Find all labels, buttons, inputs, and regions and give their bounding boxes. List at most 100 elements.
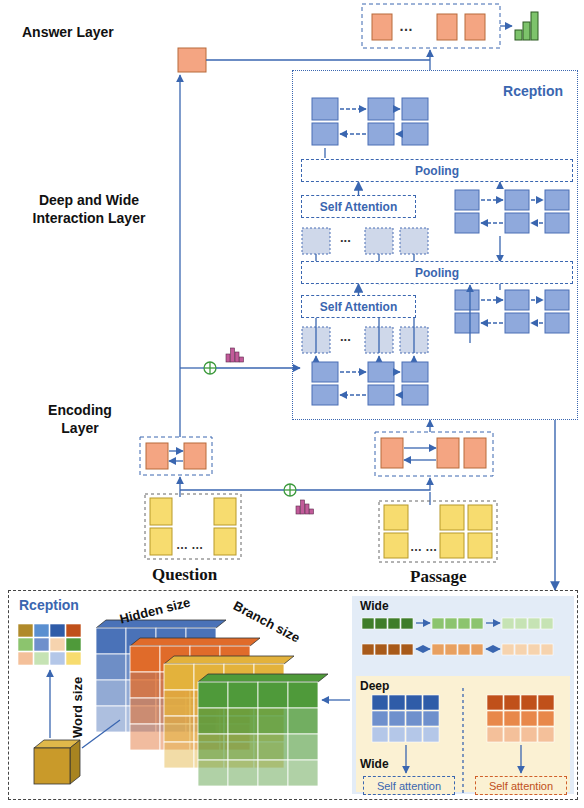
shape xyxy=(515,644,527,655)
shape xyxy=(146,443,168,469)
shape xyxy=(541,618,553,629)
layer-name: Answer Layer xyxy=(22,24,114,42)
axis-label: Word size xyxy=(70,677,86,738)
shape xyxy=(389,711,405,726)
operation-box: Pooling xyxy=(301,261,573,284)
shape xyxy=(423,727,439,742)
shape xyxy=(523,22,530,40)
shape xyxy=(504,727,520,742)
shape xyxy=(445,644,457,655)
shape xyxy=(487,695,503,710)
shape xyxy=(389,727,405,742)
wire xyxy=(429,50,430,70)
ellipsis: … … xyxy=(176,538,203,553)
shape xyxy=(487,727,503,742)
shape xyxy=(164,690,194,716)
shape xyxy=(258,682,288,708)
wire xyxy=(180,489,284,490)
wire xyxy=(413,356,414,362)
shape xyxy=(538,727,554,742)
shape xyxy=(406,695,422,710)
wire xyxy=(179,75,180,437)
shape xyxy=(471,618,483,629)
shape xyxy=(130,646,160,672)
shape xyxy=(312,362,338,382)
wire xyxy=(500,25,512,26)
shape xyxy=(528,618,540,629)
shape xyxy=(301,500,305,514)
wire xyxy=(82,720,120,748)
shape xyxy=(362,618,374,629)
shape xyxy=(375,644,387,655)
shape xyxy=(505,213,529,233)
wire xyxy=(216,367,300,368)
node-label: Rception xyxy=(503,83,563,99)
shape xyxy=(198,682,228,708)
shape xyxy=(70,740,80,784)
shape xyxy=(505,313,529,333)
wire xyxy=(469,285,470,343)
shape xyxy=(50,652,65,665)
wire xyxy=(481,199,503,200)
node-label: Pooling xyxy=(415,164,459,178)
connector xyxy=(358,284,359,295)
shape xyxy=(545,313,569,333)
shape xyxy=(226,354,230,362)
layer-name: Deep and Wide Interaction Layer xyxy=(14,192,164,227)
shape xyxy=(34,624,49,637)
shape xyxy=(288,760,318,786)
ellipsis: … xyxy=(399,18,413,36)
shape xyxy=(515,618,527,629)
shape xyxy=(487,711,503,726)
wire xyxy=(531,199,543,200)
shape xyxy=(96,654,126,680)
wire xyxy=(209,362,210,374)
shape xyxy=(96,680,126,706)
shape xyxy=(458,618,470,629)
shape xyxy=(372,14,392,40)
node-label: Self attention xyxy=(489,780,553,792)
add-symbol xyxy=(284,484,296,496)
shape xyxy=(228,734,258,760)
shape xyxy=(130,724,160,750)
wire xyxy=(169,450,183,451)
module-box: RceptionSelf attention Self attention xyxy=(8,590,578,800)
axis-label: Branch size xyxy=(230,598,302,647)
shape xyxy=(502,644,514,655)
shape xyxy=(96,628,126,654)
wire xyxy=(413,318,414,353)
shape xyxy=(375,432,493,476)
shape xyxy=(368,123,394,145)
shape xyxy=(164,664,194,690)
shape xyxy=(150,528,172,555)
shape xyxy=(140,437,212,475)
wire xyxy=(416,648,430,649)
ellipsis: … … xyxy=(410,540,437,555)
node-label: Self Attention xyxy=(320,300,398,314)
shape xyxy=(388,644,400,655)
wire xyxy=(289,484,290,496)
wire xyxy=(404,459,436,460)
shape xyxy=(130,638,260,646)
shape xyxy=(402,362,428,382)
operation-box: Self Attention xyxy=(301,195,416,218)
shape xyxy=(130,672,160,698)
shape xyxy=(406,711,422,726)
shape xyxy=(538,695,554,710)
node-label: Rception xyxy=(19,597,79,613)
wire xyxy=(405,745,406,773)
axis-label: Hidden size xyxy=(118,595,192,628)
shape xyxy=(365,228,393,254)
shape xyxy=(437,14,457,40)
shape xyxy=(504,711,520,726)
shape xyxy=(505,290,529,310)
shape xyxy=(228,682,258,708)
shape xyxy=(379,501,497,562)
shape xyxy=(164,716,194,742)
operation-box: Self attention xyxy=(475,776,567,795)
add-symbol xyxy=(204,362,216,374)
wire xyxy=(462,688,463,796)
shape xyxy=(34,748,70,784)
shape xyxy=(362,644,374,655)
operation-box: Self attention xyxy=(363,776,455,795)
